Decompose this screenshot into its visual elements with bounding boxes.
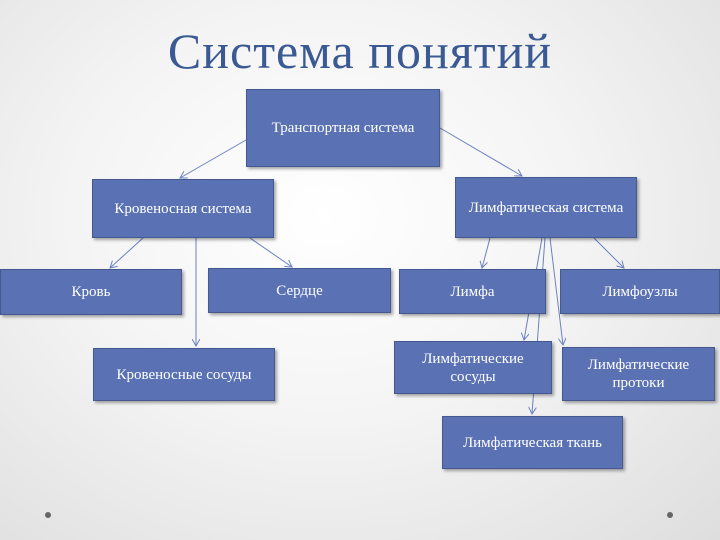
node-lymph: Лимфа (399, 269, 546, 314)
node-transport-system: Транспортная система (246, 89, 440, 167)
node-blood: Кровь (0, 269, 182, 315)
link-lymph-system-ducts (549, 237, 563, 345)
node-heart: Сердце (208, 268, 391, 313)
link-lymph-system-nodes (593, 237, 624, 268)
link-transport-blood-system (180, 139, 247, 178)
decor-dot-left (45, 512, 51, 518)
node-lymph-vessels: Лимфатические сосуды (394, 341, 552, 394)
node-lymph-nodes: Лимфоузлы (560, 269, 720, 314)
node-lymph-ducts: Лимфатические протоки (562, 347, 715, 401)
link-blood-system-heart (249, 237, 292, 267)
node-blood-system: Кровеносная система (92, 179, 274, 238)
link-transport-lymph-system (439, 127, 522, 176)
page-title: Система понятий (167, 23, 553, 79)
decor-dot-right (667, 512, 673, 518)
node-lymph-system: Лимфатическая система (455, 177, 637, 238)
link-lymph-system-lymph (482, 237, 491, 268)
link-blood-system-blood (110, 237, 144, 268)
node-blood-vessels: Кровеносные сосуды (93, 348, 275, 401)
node-lymph-tissue: Лимфатическая ткань (442, 416, 623, 469)
